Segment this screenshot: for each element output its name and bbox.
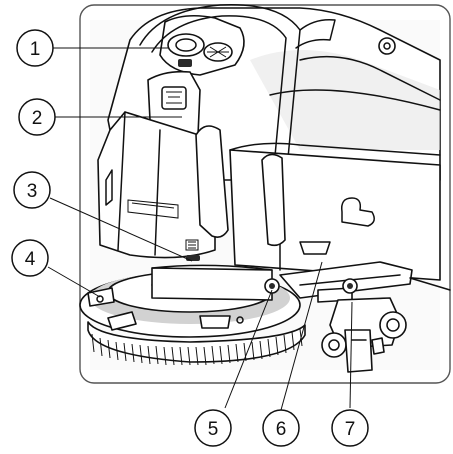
callout-3-label: 3 — [27, 181, 38, 202]
callout-6: 6 — [262, 409, 300, 447]
callout-2-label: 2 — [32, 108, 43, 129]
machine-illustration — [79, 3, 451, 373]
callout-4: 4 — [11, 239, 49, 277]
callout-7-label: 7 — [345, 419, 356, 440]
callout-2: 2 — [18, 98, 56, 136]
callout-1: 1 — [16, 29, 54, 67]
callout-6-label: 6 — [276, 419, 287, 440]
leader-lines — [47, 47, 353, 411]
callout-7: 7 — [331, 409, 369, 447]
callout-5-label: 5 — [208, 419, 219, 440]
callout-4-label: 4 — [25, 249, 36, 270]
callout-5: 5 — [194, 409, 232, 447]
callout-3: 3 — [13, 171, 51, 209]
callout-1-label: 1 — [30, 39, 41, 60]
